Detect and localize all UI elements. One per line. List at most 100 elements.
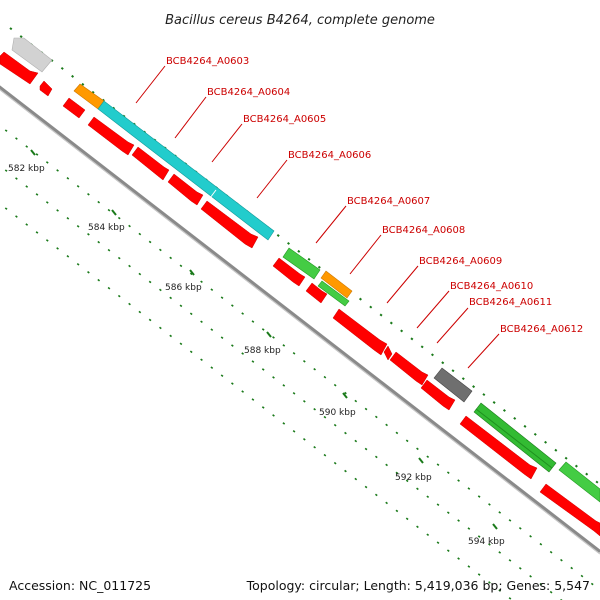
cds-arrow[interactable] [539, 483, 600, 537]
track-dot [200, 280, 203, 284]
track-dot [71, 74, 75, 78]
track-dot [210, 366, 214, 370]
track-dot [81, 82, 85, 86]
cds-arrow[interactable] [420, 379, 456, 411]
track-dot [385, 463, 388, 467]
track-dot [472, 385, 476, 389]
track-dot [169, 334, 173, 338]
track-dot [374, 493, 378, 497]
cds-arrow[interactable] [459, 415, 538, 480]
feature-block-green-1[interactable] [282, 247, 321, 280]
track-dot [76, 263, 80, 266]
track-dot [56, 209, 59, 212]
track-dot [159, 326, 162, 330]
feature-block-green-2[interactable] [317, 280, 350, 307]
gene-label[interactable]: BCB4264_A0606 [288, 150, 371, 161]
gene-label[interactable]: BCB4264_A0612 [500, 324, 583, 335]
track-dot [297, 249, 301, 253]
gene-label[interactable]: BCB4264_A0604 [207, 87, 290, 98]
track-dot [488, 581, 491, 584]
track-dot [302, 399, 306, 403]
track-dot [518, 567, 522, 570]
track-dot [498, 511, 502, 514]
track-dot [395, 431, 399, 435]
track-dot [498, 551, 502, 554]
track-dot [272, 414, 275, 417]
cds-arrow[interactable] [383, 345, 393, 361]
cds-arrow[interactable] [389, 351, 429, 386]
track-dot [564, 456, 568, 460]
kbp-label: 582 kbp [8, 164, 45, 174]
track-dot [35, 153, 39, 156]
cds-arrow[interactable] [167, 173, 204, 206]
gene-label[interactable]: BCB4264_A0609 [419, 256, 502, 267]
track-dot [128, 302, 131, 306]
track-dot [344, 431, 347, 435]
cds-arrow[interactable] [39, 80, 53, 97]
cds-arrow[interactable] [305, 282, 328, 304]
kbp-labels: 582 kbp 584 kbp 586 kbp 588 kbp 590 kbp … [8, 164, 505, 547]
track-dot [231, 304, 234, 307]
gene-label[interactable]: BCB4264_A0607 [347, 196, 430, 207]
track-dot [251, 398, 255, 401]
track-dot [374, 415, 378, 419]
cds-arrow[interactable] [0, 51, 39, 85]
track-dot [457, 557, 460, 560]
track-dot [539, 542, 543, 546]
kbp-ticks [30, 149, 498, 530]
track-dot [200, 358, 203, 362]
track-dot [467, 527, 471, 530]
track-dot [76, 185, 80, 188]
track-dot [395, 471, 399, 475]
feature-block-gray-light[interactable] [11, 37, 53, 73]
track-dot [56, 169, 59, 172]
track-dot [148, 240, 152, 244]
cds-arrow[interactable] [62, 97, 86, 119]
track-dot [231, 382, 234, 385]
track-dot [539, 582, 543, 586]
track-dot [138, 232, 142, 236]
track-dot [87, 270, 90, 274]
track-dot [302, 437, 306, 441]
track-dot [307, 257, 311, 261]
track-dot [385, 423, 388, 427]
track-dot [76, 225, 80, 228]
cds-arrow[interactable] [272, 257, 306, 287]
track-dot [395, 509, 399, 513]
gene-label[interactable]: BCB4264_A0610 [450, 281, 533, 292]
feature-block-green-4[interactable] [558, 461, 600, 503]
cds-arrow[interactable] [332, 308, 388, 356]
track-dot [272, 376, 275, 379]
cds-arrow[interactable] [87, 116, 135, 156]
track-dot [261, 328, 265, 331]
track-dot [518, 527, 522, 530]
track-dot [436, 503, 440, 507]
track-dot [523, 424, 527, 428]
track-dot [354, 477, 358, 481]
track-dot [502, 409, 506, 412]
cds-arrow[interactable] [131, 146, 170, 181]
track-dot [482, 393, 486, 397]
track-dot [451, 369, 455, 373]
cds-arrow[interactable] [200, 200, 259, 249]
gene-label[interactable]: BCB4264_A0605 [243, 114, 326, 125]
feature-block-orange-2[interactable] [320, 270, 353, 299]
track-dot [344, 469, 347, 473]
track-dot [66, 217, 70, 220]
track-dot [169, 296, 173, 300]
kbp-label: 592 kbp [395, 473, 432, 483]
track-dot [56, 247, 59, 250]
gene-label[interactable]: BCB4264_A0611 [469, 297, 552, 308]
kbp-label: 590 kbp [319, 408, 356, 418]
track-dot [148, 318, 152, 322]
track-dot [457, 479, 460, 482]
track-dot [60, 66, 64, 70]
track-dot [4, 169, 8, 172]
gene-label[interactable]: BCB4264_A0603 [166, 56, 249, 67]
track-dot [333, 423, 337, 427]
track-dot [107, 208, 111, 212]
feature-block-gray-dark[interactable] [433, 367, 473, 403]
gene-label[interactable]: BCB4264_A0608 [382, 225, 465, 236]
track-dot [354, 399, 358, 403]
